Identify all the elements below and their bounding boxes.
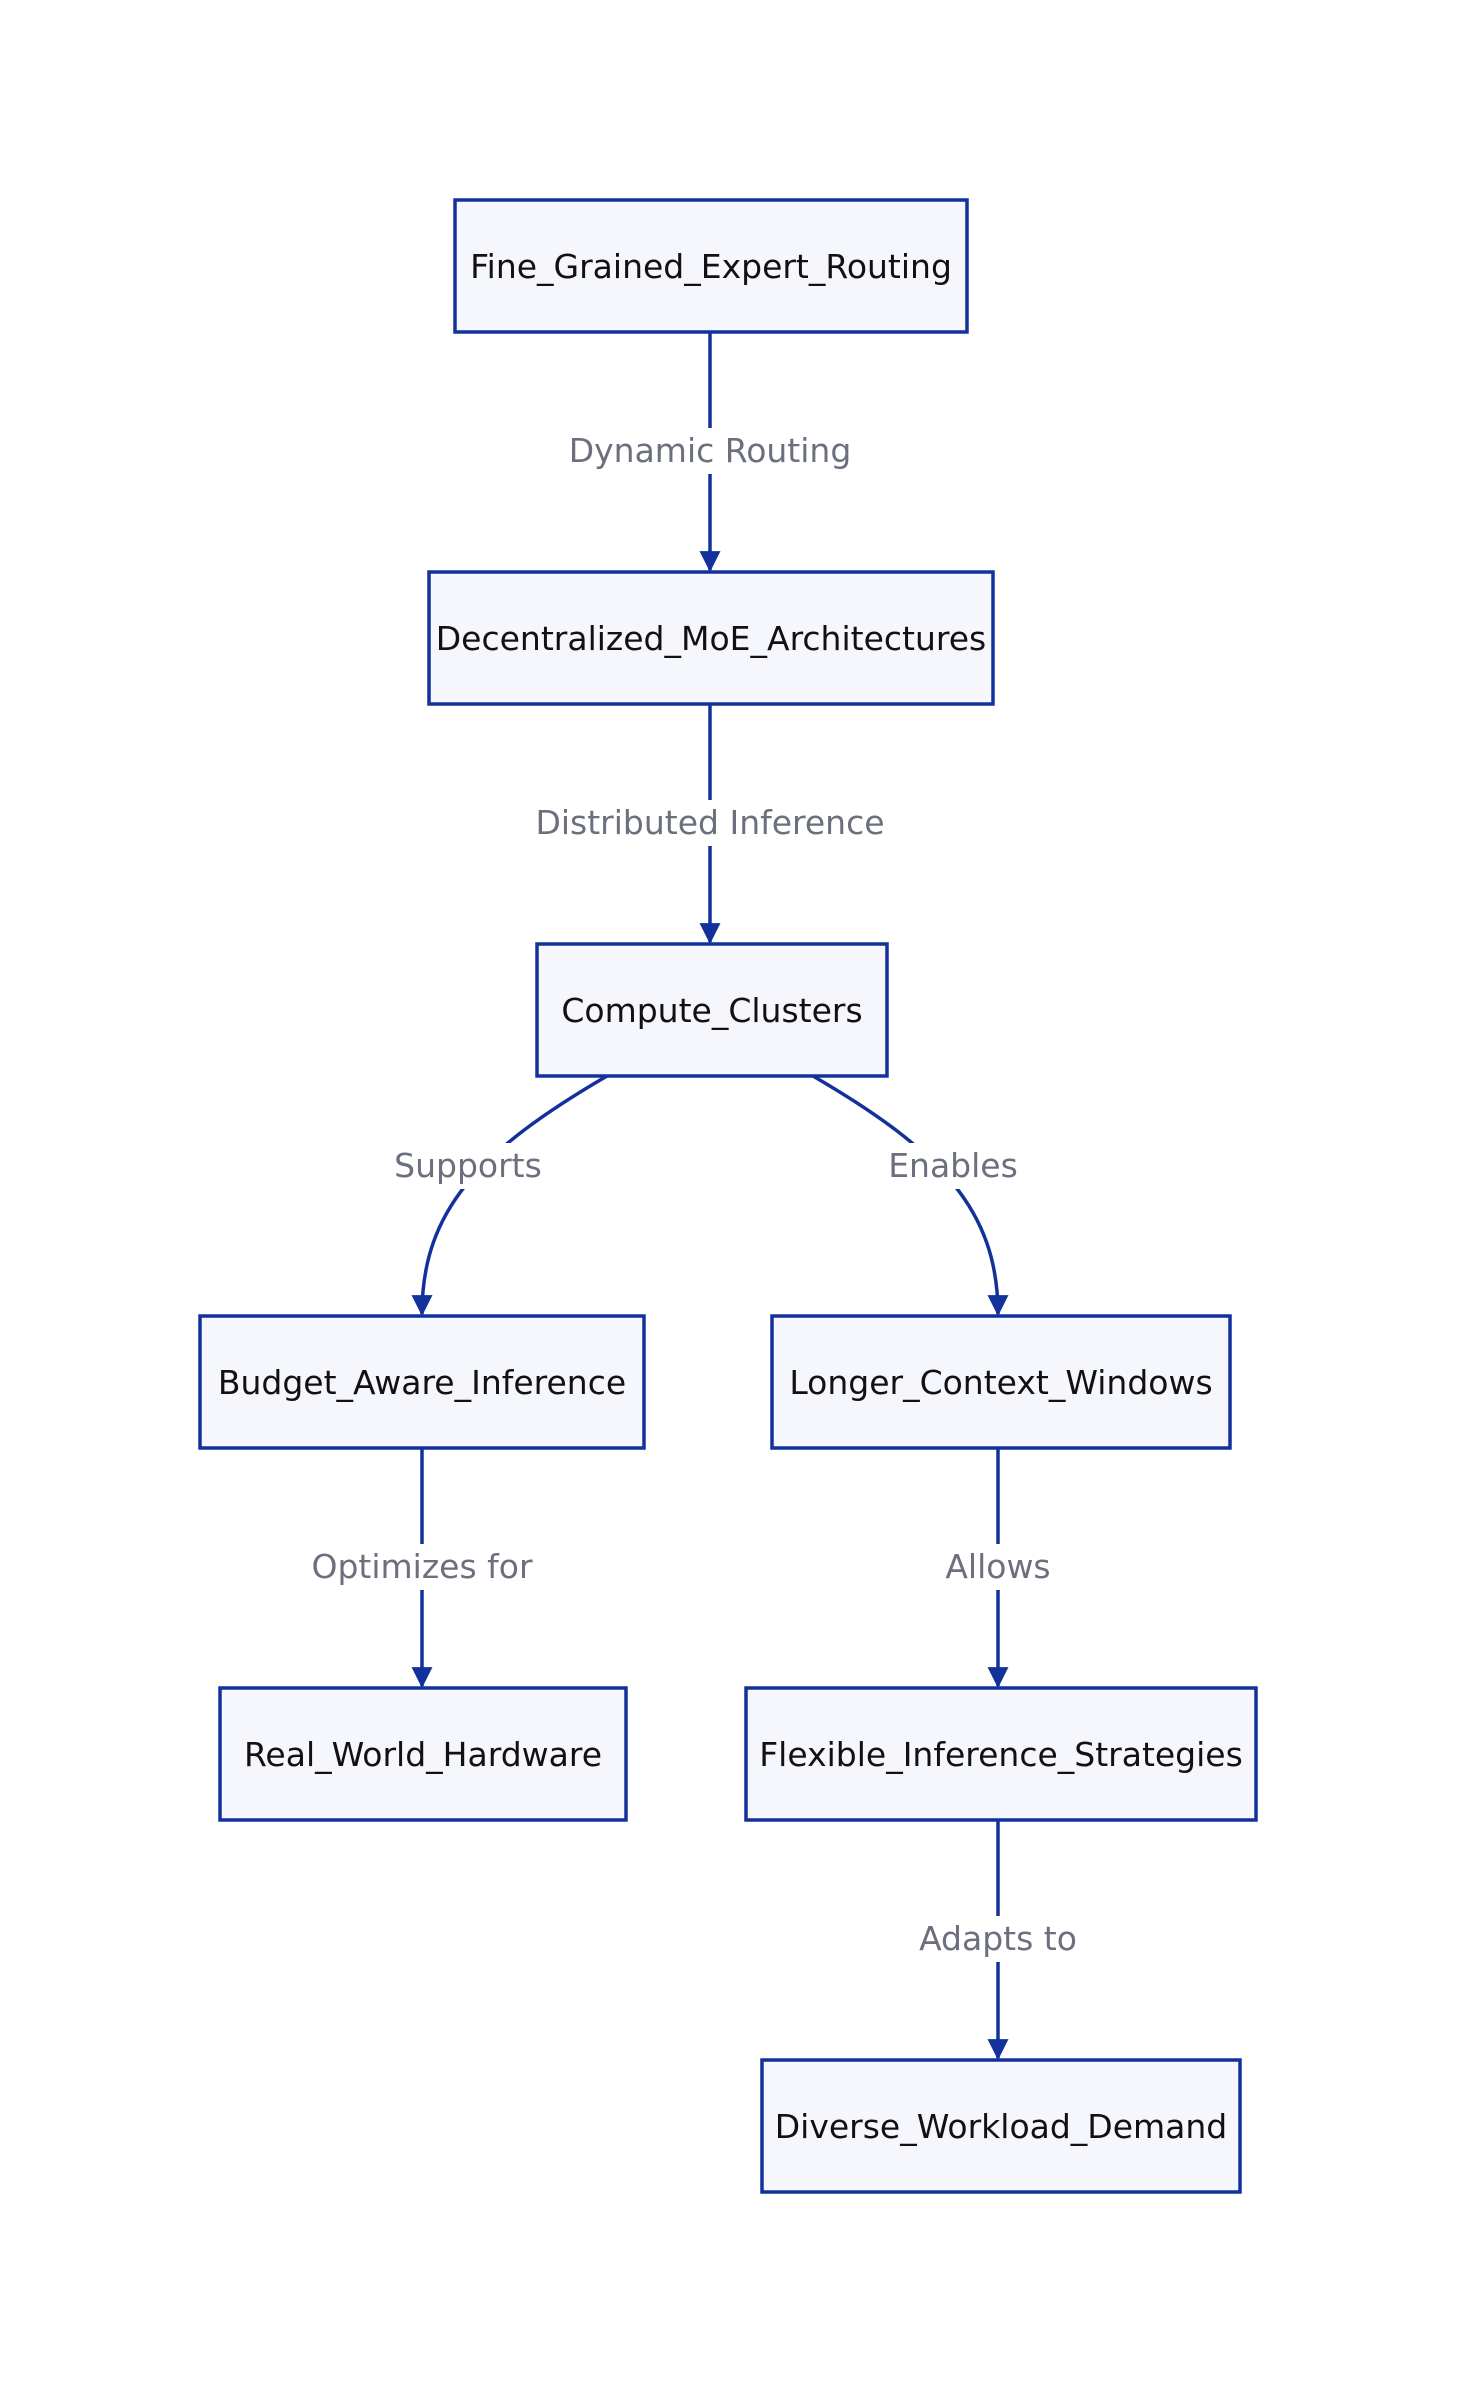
edge-longer-to-flexible: Allows [938, 1448, 1058, 1689]
node-label: Flexible_Inference_Strategies [759, 1735, 1243, 1774]
edge-compute-to-budget: Supports [388, 1074, 608, 1317]
edge-label-enables: Enables [888, 1146, 1018, 1185]
edge-label-optimizes-for: Optimizes for [311, 1547, 532, 1586]
node-budget-aware-inference[interactable]: Budget_Aware_Inference [198, 1314, 646, 1450]
nodes-layer: Fine_Grained_Expert_Routing Decentralize… [198, 198, 1258, 2194]
node-label: Fine_Grained_Expert_Routing [470, 247, 952, 286]
edge-label-allows: Allows [945, 1547, 1050, 1586]
edge-line [812, 1074, 1009, 1317]
edge-compute-to-longer: Enables [812, 1074, 1028, 1317]
node-decentralized-moe-architectures[interactable]: Decentralized_MoE_Architectures [427, 570, 995, 706]
edge-line [411, 1074, 608, 1317]
node-longer-context-windows[interactable]: Longer_Context_Windows [770, 1314, 1232, 1450]
node-label: Real_World_Hardware [244, 1735, 602, 1774]
edge-label-adapts-to: Adapts to [919, 1919, 1077, 1958]
edge-label-distributed-inference: Distributed Inference [535, 803, 884, 842]
node-label: Budget_Aware_Inference [218, 1363, 626, 1402]
node-label: Decentralized_MoE_Architectures [436, 619, 986, 658]
node-label: Diverse_Workload_Demand [775, 2107, 1228, 2146]
node-compute-clusters[interactable]: Compute_Clusters [535, 942, 889, 1078]
edge-budget-to-real: Optimizes for [307, 1448, 537, 1689]
edge-fine-to-decent: Dynamic Routing [569, 332, 852, 573]
node-fine-grained-expert-routing[interactable]: Fine_Grained_Expert_Routing [453, 198, 969, 334]
node-real-world-hardware[interactable]: Real_World_Hardware [218, 1686, 628, 1822]
node-label: Longer_Context_Windows [789, 1363, 1212, 1402]
node-flexible-inference-strategies[interactable]: Flexible_Inference_Strategies [744, 1686, 1258, 1822]
edge-label-dynamic-routing: Dynamic Routing [569, 431, 852, 470]
node-label: Compute_Clusters [561, 991, 862, 1030]
edge-decent-to-compute: Distributed Inference [535, 704, 885, 945]
edges-layer: Dynamic Routing Distributed Inference Su… [307, 332, 1083, 2061]
node-diverse-workload-demand[interactable]: Diverse_Workload_Demand [760, 2058, 1242, 2194]
edge-label-supports: Supports [394, 1146, 542, 1185]
edge-flexible-to-diverse: Adapts to [913, 1820, 1083, 2061]
